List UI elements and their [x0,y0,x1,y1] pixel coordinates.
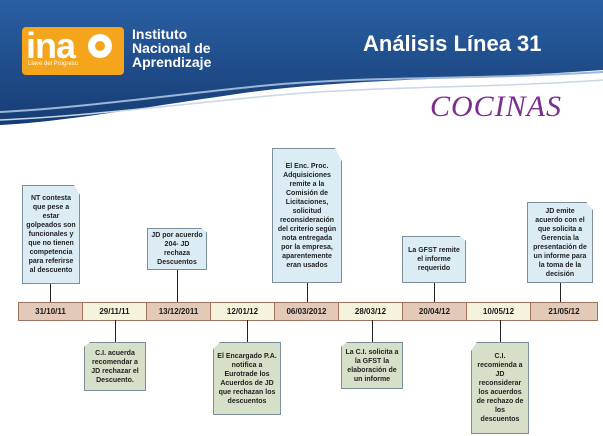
connector-line [177,270,178,302]
timeline-date: 06/03/2012 [275,303,339,320]
timeline-date: 20/04/12 [403,303,467,320]
logo-circle-icon [88,34,112,58]
connector-line [560,283,561,302]
timeline-date: 13/12/2011 [147,303,211,320]
event-callout-below: El Encargado P.A. notifica a Eurotrade l… [213,342,281,415]
connector-line [307,283,308,302]
connector-line [247,320,248,342]
timeline-date: 21/05/12 [531,303,597,320]
timeline-date: 12/01/12 [211,303,275,320]
connector-line [115,320,116,342]
page-title: Análisis Línea 31 [363,31,542,56]
event-callout-above: El Enc. Proc. Adquisiciones remite a la … [272,148,342,283]
event-callout-below: La C.I. solicita a la GFST la elaboració… [341,342,403,389]
event-callout-above: La GFST remite el informe requerido [402,236,466,283]
timeline-date: 31/10/11 [19,303,83,320]
institute-name: Instituto Nacional de Aprendizaje [132,27,211,69]
timeline-date: 29/11/11 [83,303,147,320]
page-subtitle: COCINAS [430,90,563,123]
timeline-date: 28/03/12 [339,303,403,320]
event-callout-above: JD por acuerdo 204- JD rechaza Descuento… [147,228,207,270]
header-banner: ina Llave del Progreso Instituto Naciona… [0,0,603,125]
connector-line [500,320,501,342]
ina-logo: ina Llave del Progreso [22,25,124,75]
event-callout-above: NT contesta que pese a estar golpeados s… [22,185,80,284]
connector-line [434,283,435,302]
event-callout-below: C.I. acuerda recomendar a JD rechazar el… [84,342,146,391]
banner-background [0,0,603,125]
event-callout-above: JD emite acuerdo con el que solicita a G… [527,202,593,283]
institute-line-2: Nacional de [132,40,211,56]
logo-tagline: Llave del Progreso [28,61,79,67]
logo-letters: ina [26,25,76,66]
connector-line [50,284,51,302]
timeline-bar: 31/10/11 29/11/11 13/12/2011 12/01/12 06… [18,302,598,321]
connector-line [372,320,373,342]
timeline-date: 10/05/12 [467,303,531,320]
institute-line-1: Instituto [132,26,188,42]
event-callout-below: C.I. recomienda a JD reconsiderar los ac… [471,342,529,434]
institute-line-3: Aprendizaje [132,54,212,70]
